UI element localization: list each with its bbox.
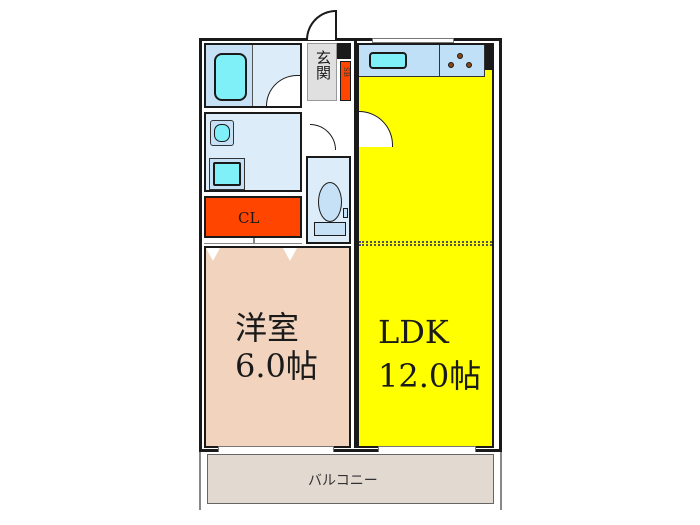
- western-room-name: 洋室: [235, 309, 300, 347]
- bathtub-icon: [214, 53, 247, 101]
- washing-machine-icon: [209, 158, 245, 190]
- balcony: バルコニー: [199, 452, 502, 510]
- closet: CL: [204, 196, 302, 238]
- shoe-box-label: SB: [342, 67, 350, 77]
- floorplan: CL 玄関 SB 洋室 6.0帖: [192, 10, 510, 510]
- front-door-icon: [306, 10, 336, 40]
- shoe-box: SB: [340, 61, 351, 101]
- toilet-room: [306, 156, 351, 244]
- entrance: 玄関: [307, 43, 337, 101]
- kitchen-counter: [359, 45, 485, 77]
- bathroom-door-icon: [266, 75, 300, 106]
- toilet-tank-icon: [314, 222, 346, 236]
- sink-icon: [210, 120, 234, 146]
- ldk-size: 12.0帖: [378, 357, 482, 395]
- entrance-label: 玄関: [314, 50, 332, 80]
- stove-burner-icon: [448, 62, 454, 68]
- toilet-bowl-icon: [318, 182, 342, 222]
- stove-burner-icon: [457, 53, 463, 59]
- kitchen-sink-icon: [369, 52, 407, 69]
- closet-label: CL: [238, 209, 260, 227]
- balcony-label: バルコニー: [308, 473, 378, 489]
- ldk: LDK 12.0帖: [357, 43, 494, 448]
- ldk-door-icon: [359, 111, 393, 147]
- window[interactable]: [372, 38, 454, 43]
- western-room-size: 6.0帖: [235, 347, 318, 385]
- stove-burner-icon: [466, 62, 472, 68]
- ldk-name: LDK: [378, 313, 449, 351]
- washroom: [204, 112, 302, 192]
- bathroom: [204, 43, 302, 108]
- dashed-line: [359, 241, 492, 246]
- western-room: 洋室 6.0帖: [204, 246, 351, 448]
